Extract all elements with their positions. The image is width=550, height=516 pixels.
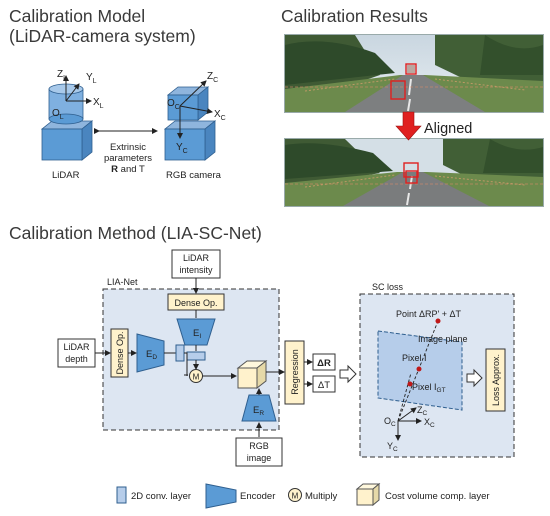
svg-text:Loss Approx.: Loss Approx. — [491, 354, 501, 406]
rgb-camera-device — [163, 86, 217, 161]
extrinsic-line3: R and T — [111, 164, 145, 175]
legend-multiply-swatch — [288, 488, 302, 502]
legend-conv-label: 2D conv. layer — [131, 491, 191, 502]
svg-text:LiDAR: LiDAR — [183, 253, 210, 263]
loss-approx-block — [485, 348, 506, 412]
svg-text:ΔT: ΔT — [318, 380, 330, 391]
hollow-arrow-to-sc — [339, 364, 357, 384]
calibration-method-title: Calibration Method (LIA-SC-Net) — [9, 223, 262, 243]
svg-text:Dense Op.: Dense Op. — [174, 298, 217, 308]
image-plane-label: Image plane — [418, 334, 468, 344]
svg-text:YL: YL — [86, 72, 97, 85]
svg-text:ZC: ZC — [417, 405, 428, 417]
svg-text:EI: EI — [193, 328, 201, 340]
svg-text:ZC: ZC — [207, 71, 218, 84]
lidar-label: LiDAR — [52, 170, 80, 181]
target-box-after-upper — [403, 162, 419, 178]
svg-text:Regression: Regression — [290, 349, 300, 395]
legend-encoder-label: Encoder — [240, 491, 275, 502]
pixel-igt-label: Pixel IGT — [412, 382, 446, 394]
encoder-d — [136, 333, 165, 373]
cost-volume-cube — [236, 359, 268, 390]
svg-text:Dense Op.: Dense Op. — [115, 331, 125, 374]
encoder-r — [241, 394, 277, 422]
svg-text:RGB: RGB — [249, 441, 269, 451]
rgb-image-box — [235, 437, 283, 467]
svg-text:YC: YC — [387, 441, 398, 453]
target-box-after-lower — [405, 170, 418, 184]
pixel-igt-marker — [407, 381, 413, 387]
calibration-model-title-line2: (LiDAR-camera system) — [9, 26, 196, 47]
target-box-before-upper — [405, 63, 417, 75]
regression-block — [284, 340, 305, 405]
lidar-intensity-box — [171, 249, 221, 279]
delta-t-box — [312, 375, 336, 393]
road-scene-before — [285, 35, 543, 112]
svg-text:OC: OC — [167, 98, 180, 111]
lidar-device — [40, 83, 94, 161]
legend-encoder-swatch — [205, 483, 237, 509]
svg-text:M: M — [292, 492, 299, 501]
calibration-model-title: Calibration Model (LiDAR-camera system) — [9, 6, 196, 46]
target-box-before-lower — [390, 80, 406, 100]
svg-text:image: image — [247, 453, 272, 463]
pixel-i-label: Pixel I — [402, 353, 427, 363]
lidar-depth-box — [57, 338, 96, 368]
rgb-camera-label: RGB camera — [166, 170, 222, 181]
sc-loss-label: SC loss — [372, 282, 404, 292]
legend-cost-volume-label: Cost volume comp. layer — [385, 491, 490, 502]
calibration-result-before-photo — [284, 34, 544, 113]
point-marker — [435, 318, 441, 324]
camera-axes: ZC OC XC YC — [167, 71, 226, 155]
svg-text:XL: XL — [93, 97, 104, 110]
svg-text:ED: ED — [146, 349, 157, 361]
svg-text:intensity: intensity — [179, 265, 213, 275]
svg-text:OL: OL — [52, 108, 64, 121]
pixel-i-marker — [416, 366, 422, 372]
svg-text:XC: XC — [214, 109, 226, 122]
delta-r-box — [312, 353, 336, 371]
point-label: Point ΔRP' + ΔT — [396, 309, 462, 319]
conv-layer-i — [186, 351, 206, 361]
aligned-arrow — [395, 111, 422, 141]
svg-text:YC: YC — [176, 142, 188, 155]
conv-layer-d — [175, 344, 185, 362]
encoder-i — [176, 318, 216, 346]
lia-net-label: LIA-Net — [107, 277, 138, 287]
svg-text:M: M — [193, 373, 200, 382]
legend-cost-volume-swatch — [355, 482, 381, 507]
aligned-label: Aligned — [424, 121, 472, 137]
svg-text:LiDAR: LiDAR — [63, 342, 90, 352]
svg-text:ZL: ZL — [57, 69, 67, 82]
calibration-model-title-line1: Calibration Model — [9, 6, 146, 26]
svg-text:ΔR: ΔR — [317, 358, 331, 369]
road-scene-after — [285, 139, 543, 206]
legend-multiply-label: Multiply — [305, 491, 337, 502]
calibration-result-after-photo — [284, 138, 544, 207]
svg-text:OC: OC — [384, 416, 396, 428]
legend-conv-swatch — [116, 486, 127, 504]
svg-text:ER: ER — [253, 405, 264, 417]
svg-text:depth: depth — [65, 354, 88, 364]
svg-text:XC: XC — [424, 417, 435, 429]
extrinsic-line1: Extrinsic — [110, 142, 146, 153]
lidar-axes: ZL YL XL OL — [52, 69, 104, 121]
calibration-results-title: Calibration Results — [281, 6, 428, 26]
extrinsic-line2: parameters — [104, 153, 152, 164]
